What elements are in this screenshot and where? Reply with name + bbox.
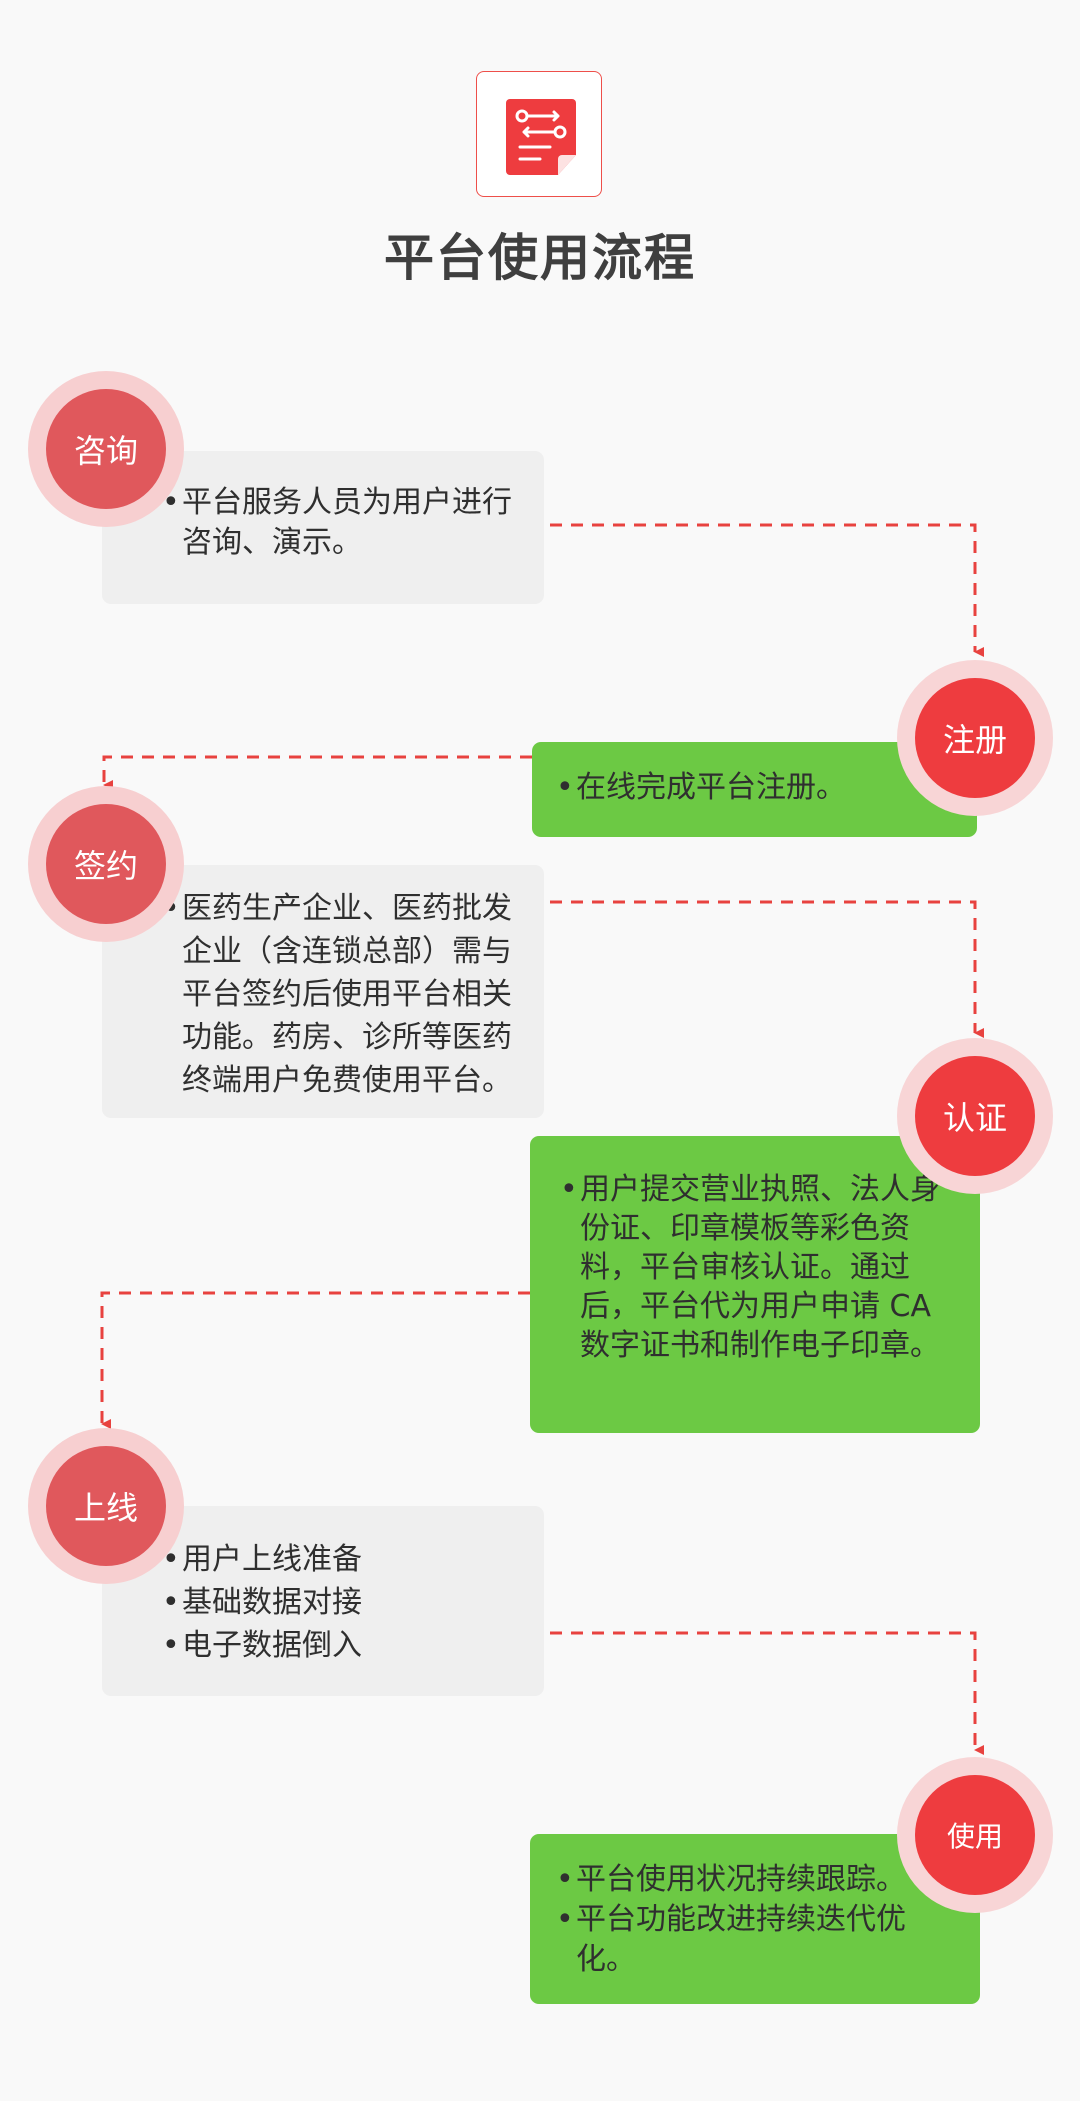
step-use-item: 平台使用状况持续跟踪。 xyxy=(556,1860,960,1900)
connector-certify-to-online xyxy=(100,1291,530,1429)
flow-document-icon xyxy=(506,99,576,175)
step-label-consult: 咨询 xyxy=(46,389,166,509)
step-online-item: 基础数据对接 xyxy=(162,1581,524,1624)
step-certify-item: 用户提交营业执照、法人身份证、印章模板等彩色资料，平台审核认证。通过后，平台代为… xyxy=(560,1170,960,1365)
step-badge-use: 使用 xyxy=(897,1757,1053,1913)
step-badge-certify: 认证 xyxy=(897,1038,1053,1194)
step-label-register: 注册 xyxy=(915,678,1035,798)
step-label-use: 使用 xyxy=(915,1775,1035,1895)
step-card-certify: 用户提交营业执照、法人身份证、印章模板等彩色资料，平台审核认证。通过后，平台代为… xyxy=(530,1136,980,1433)
step-label-online: 上线 xyxy=(46,1446,166,1566)
step-badge-consult: 咨询 xyxy=(28,371,184,527)
step-use-item: 平台功能改进持续迭代优化。 xyxy=(556,1900,960,1980)
logo xyxy=(476,71,602,197)
connector-register-to-sign xyxy=(102,755,532,790)
step-register-item: 在线完成平台注册。 xyxy=(556,768,957,808)
connector-online-to-use xyxy=(550,1631,984,1755)
step-online-item: 用户上线准备 xyxy=(162,1538,524,1581)
step-label-sign: 签约 xyxy=(46,804,166,924)
connector-sign-to-certify xyxy=(550,900,984,1038)
connector-consult-to-register xyxy=(550,523,984,657)
step-badge-online: 上线 xyxy=(28,1428,184,1584)
step-sign-item: 医药生产企业、医药批发企业（含连锁总部）需与平台签约后使用平台相关功能。药房、诊… xyxy=(162,887,524,1102)
page-title: 平台使用流程 xyxy=(384,229,696,287)
step-badge-register: 注册 xyxy=(897,660,1053,816)
step-card-sign: 医药生产企业、医药批发企业（含连锁总部）需与平台签约后使用平台相关功能。药房、诊… xyxy=(102,865,544,1118)
step-consult-item: 平台服务人员为用户进行咨询、演示。 xyxy=(162,483,524,563)
step-online-item: 电子数据倒入 xyxy=(162,1624,524,1667)
step-card-consult: 平台服务人员为用户进行咨询、演示。 xyxy=(102,451,544,604)
step-badge-sign: 签约 xyxy=(28,786,184,942)
step-label-certify: 认证 xyxy=(915,1056,1035,1176)
